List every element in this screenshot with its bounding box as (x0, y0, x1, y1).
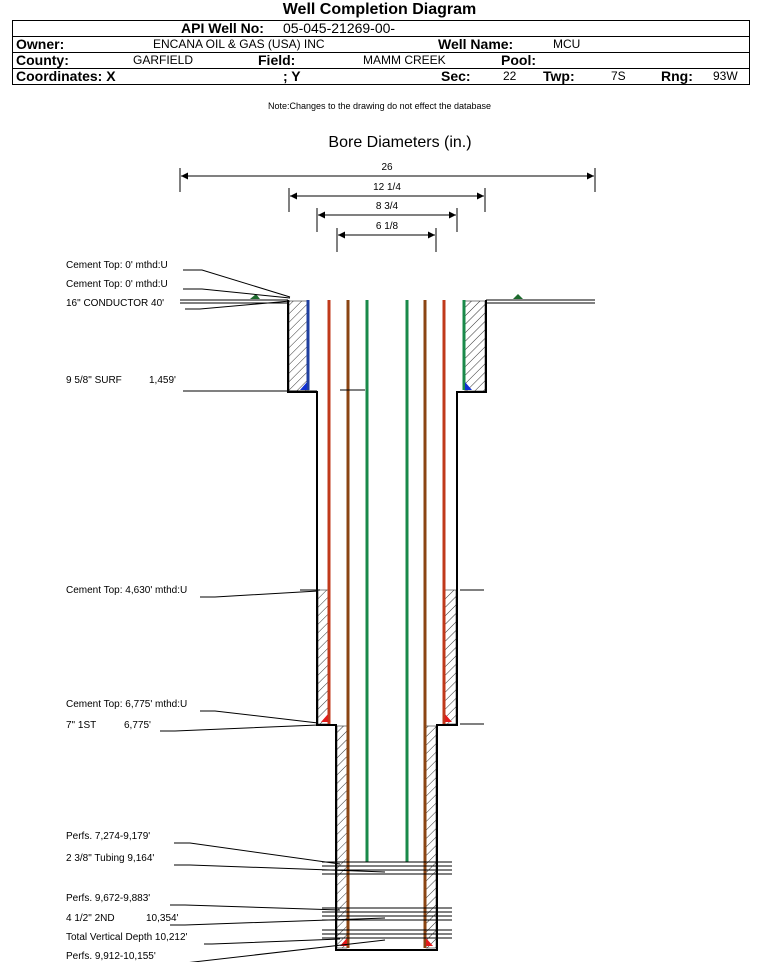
cement-top-label-1: Cement Top: 0' mthd:U (66, 260, 168, 271)
rng-label: Rng: (661, 68, 693, 84)
ground-marker-left (250, 294, 260, 299)
ground-surface (180, 294, 595, 304)
field-value: MAMM CREEK (363, 53, 446, 67)
sec-value: 22 (503, 69, 517, 83)
first-casing-depth: 6,775' (124, 720, 151, 731)
surface-shoe-left (321, 714, 328, 722)
bore-dimension-12-1-4: 12 1/4 (288, 182, 486, 212)
coordinates-label: Coordinates: X (16, 68, 116, 84)
bore-label-26: 26 (381, 162, 393, 173)
perforation-zone-2 (322, 907, 452, 921)
bore-dimension-6-1-8: 6 1/8 (336, 221, 437, 252)
perfs-label-3: Perfs. 9,912-10,155' (66, 951, 156, 962)
owner-value: ENCANA OIL & GAS (USA) INC (153, 37, 325, 51)
second-casing-name: 4 1/2" 2ND (66, 913, 115, 924)
surface-cement-right (464, 300, 486, 392)
api-label: API Well No: (181, 20, 264, 36)
first-cement-right (443, 589, 457, 725)
tubing-label: 2 3/8" Tubing 9,164' (66, 853, 154, 864)
note-text: Note:Changes to the drawing do not effec… (268, 101, 491, 111)
twp-label: Twp: (543, 68, 575, 84)
county-value: GARFIELD (133, 53, 194, 67)
well-name-label: Well Name: (438, 36, 514, 52)
pool-label: Pool: (501, 52, 536, 68)
rng-value: 93W (713, 69, 738, 83)
surface-shoe-right (445, 714, 452, 722)
sec-label: Sec: (441, 68, 471, 84)
production-shoe-right (426, 938, 433, 946)
first-casing-name: 7" 1ST (66, 720, 96, 731)
api-row: API Well No: 05-045-21269-00- (13, 21, 749, 37)
conductor-shoe-right (465, 382, 472, 390)
surface-casing-name: 9 5/8" SURF (66, 375, 122, 386)
production-shoe-left (340, 938, 347, 946)
owner-label: Owner: (16, 36, 65, 52)
twp-value: 7S (611, 69, 626, 83)
second-casing-depth: 10,354' (146, 913, 179, 924)
bore-label-12-1-4: 12 1/4 (373, 182, 401, 193)
second-cement-left (336, 725, 348, 949)
surface-casing-depth: 1,459' (149, 375, 176, 386)
coordinates-row: Coordinates: X ; Y Sec: 22 Twp: 7S Rng: … (13, 69, 749, 85)
leader-lines (160, 269, 386, 962)
surface-cement-left (288, 300, 309, 392)
perforation-zone-1 (322, 861, 452, 875)
header-table: API Well No: 05-045-21269-00- Owner: ENC… (12, 20, 750, 85)
diagram-title: Well Completion Diagram (282, 1, 477, 18)
coordinates-y-label: ; Y (283, 68, 301, 84)
ground-marker-right (513, 294, 523, 299)
conductor-shoe-left (300, 382, 307, 390)
cement-top-label-4: Cement Top: 6,775' mthd:U (66, 699, 187, 710)
county-label: County: (16, 52, 69, 68)
bore-wall-outline (287, 300, 487, 951)
perfs-label-1: Perfs. 7,274-9,179' (66, 831, 150, 842)
field-label: Field: (258, 52, 296, 68)
second-cement-right (425, 725, 437, 949)
bore-label-6-1-8: 6 1/8 (376, 221, 399, 232)
cement-top-label-2: Cement Top: 0' mthd:U (66, 279, 168, 290)
api-value: 05-045-21269-00- (283, 20, 396, 36)
bore-dimension-8-3-4: 8 3/4 (316, 201, 458, 232)
bore-label-8-3-4: 8 3/4 (376, 201, 399, 212)
total-vertical-depth-label: Total Vertical Depth 10,212' (66, 932, 188, 943)
cement-top-label-3: Cement Top: 4,630' mthd:U (66, 585, 187, 596)
first-cement-left (317, 589, 330, 725)
bore-diameters-title: Bore Diameters (in.) (328, 134, 472, 151)
county-row: County: GARFIELD Field: MAMM CREEK Pool: (13, 53, 749, 69)
perforation-zone-3 (322, 929, 452, 939)
conductor-label: 16" CONDUCTOR 40' (66, 298, 164, 309)
owner-row: Owner: ENCANA OIL & GAS (USA) INC Well N… (13, 37, 749, 53)
well-name-value: MCU (553, 37, 581, 51)
bore-dimension-26: 26 (179, 162, 596, 192)
perfs-label-2: Perfs. 9,672-9,883' (66, 893, 150, 904)
